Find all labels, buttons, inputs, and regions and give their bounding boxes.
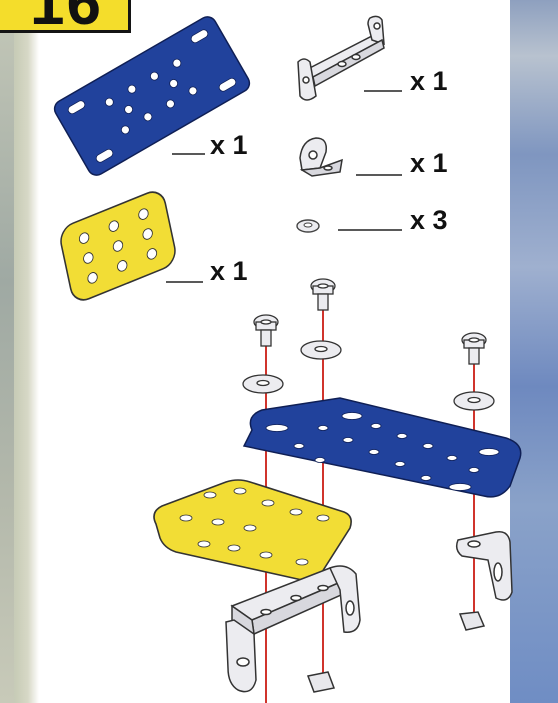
assembly-blue-plate	[244, 398, 521, 497]
bolt-left	[254, 315, 278, 346]
assembly-bolts	[243, 279, 494, 410]
nut-right	[460, 612, 484, 630]
blue-plate-icon	[51, 14, 252, 179]
bolt-middle	[311, 279, 335, 310]
assembly-yellow-plate	[154, 480, 351, 580]
leader-lines	[166, 91, 402, 282]
angle-bracket-icon	[300, 138, 342, 176]
assembly-double-bracket	[226, 566, 360, 692]
bolt-right	[462, 333, 486, 364]
nut-middle	[308, 672, 334, 692]
yellow-plate-icon	[58, 187, 178, 304]
washer-icon	[297, 220, 319, 232]
double-bracket-icon	[298, 16, 384, 100]
assembly-lines	[266, 286, 474, 703]
assembly-angle-bracket	[457, 532, 512, 630]
